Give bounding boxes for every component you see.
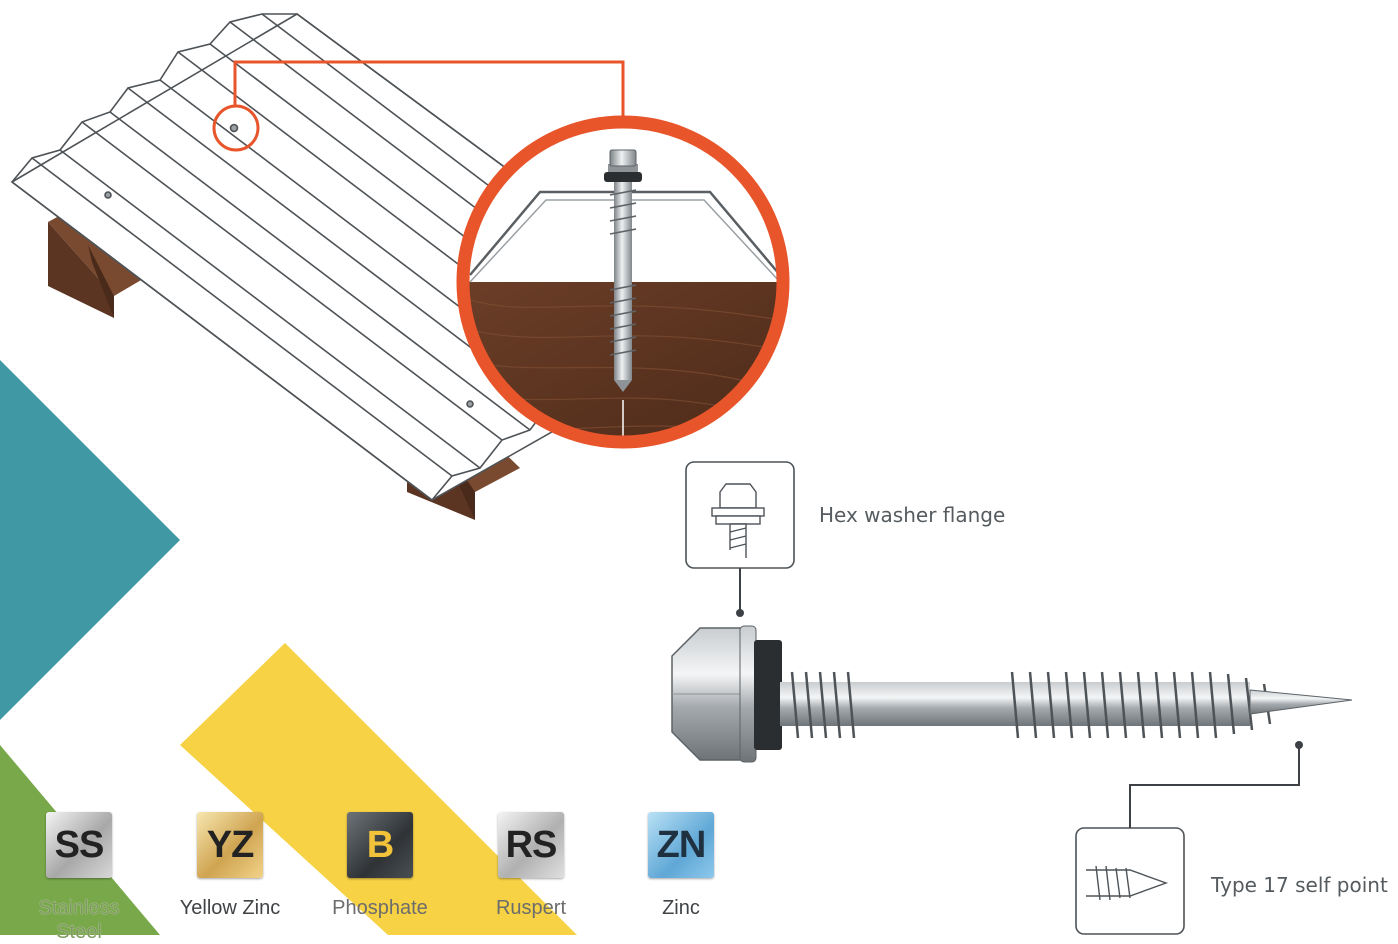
finish-name: Phosphate	[332, 897, 428, 919]
b-badge-icon: B	[347, 812, 413, 878]
head-callout-label: Hex washer flange	[819, 503, 1006, 527]
finish-name: Ruspert	[495, 897, 567, 919]
finish-phosphate: B Phosphate	[325, 812, 435, 920]
point-callout-label: Type 17 self point	[1211, 873, 1388, 897]
magnifier-ring	[456, 115, 790, 449]
finish-name: Zinc	[662, 897, 700, 919]
yz-badge-icon: YZ	[197, 812, 263, 878]
ss-badge-icon: SS	[46, 812, 112, 878]
finish-name: Stainless Steel	[38, 897, 120, 943]
point-callout-box	[1075, 827, 1185, 935]
finish-stainless-steel: SS Stainless Steel	[24, 812, 134, 944]
yellow-band-shape	[180, 643, 577, 935]
rs-badge-icon: RS	[498, 812, 564, 878]
magnified-section	[463, 122, 783, 442]
head-leader-dot	[736, 609, 744, 617]
teal-triangle-shape	[0, 360, 180, 720]
head-callout-box	[685, 461, 795, 569]
point-leader-line	[1129, 746, 1300, 828]
finish-ruspert: RS Ruspert	[476, 812, 586, 920]
finish-yellow-zinc: YZ Yellow Zinc	[175, 812, 285, 920]
finish-name: Yellow Zinc	[179, 897, 281, 919]
zn-badge-icon: ZN	[648, 812, 714, 878]
finish-zinc: ZN Zinc	[626, 812, 736, 920]
point-leader-dot	[1295, 741, 1303, 749]
zoom-connector	[212, 60, 625, 152]
hex-head-screw	[671, 625, 1353, 763]
